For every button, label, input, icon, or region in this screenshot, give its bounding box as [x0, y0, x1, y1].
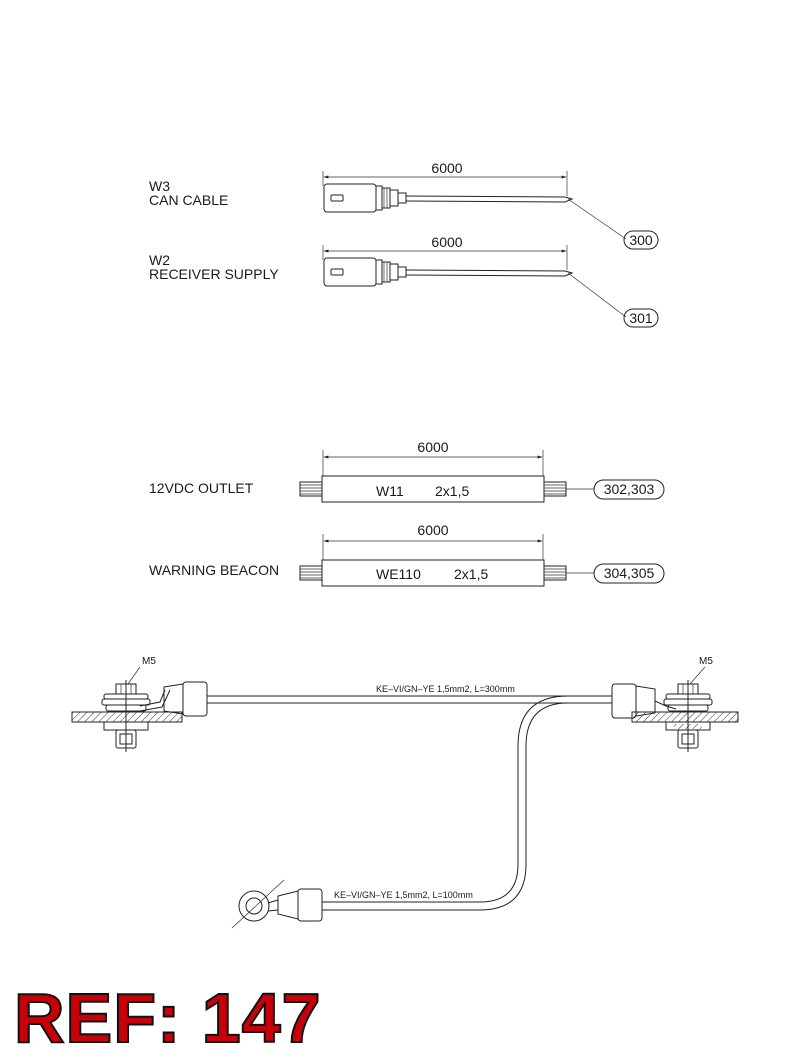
- cable-sheath: [321, 475, 545, 503]
- bolt-label: M5: [142, 656, 156, 667]
- callout-bubble: [623, 230, 659, 250]
- callout-bubble: [593, 563, 665, 584]
- harness-code: WE110: [376, 566, 421, 582]
- callout-bubble: [593, 479, 665, 500]
- m12-connector: [323, 257, 407, 287]
- right-bolt-mount: M5: [631, 656, 739, 752]
- callout-number: 304,305: [604, 565, 655, 581]
- harness-12vdc-outlet: 12VDC OUTLET 6000 W11 2x1,5 302,303: [149, 439, 665, 503]
- wire-label-long: KE–VI/GN–YE 1,5mm2, L=300mm: [376, 684, 515, 694]
- leader-line: [567, 198, 627, 240]
- ring-terminal: [238, 890, 270, 922]
- leader-line: [567, 272, 627, 318]
- harness-name: WARNING BEACON: [149, 562, 279, 578]
- cable-code: W3: [149, 178, 170, 194]
- harness-warning-beacon: WARNING BEACON 6000 WE110 2x1,5 304,305: [149, 522, 665, 587]
- cable-w2: W2 RECEIVER SUPPLY 6000 301: [149, 234, 659, 328]
- dimension-length: 6000: [417, 522, 448, 538]
- dimension-length: 6000: [431, 234, 462, 250]
- cable-w3: W3 CAN CABLE 6000 300: [149, 160, 659, 250]
- bolt-label: M5: [699, 656, 713, 667]
- callout-number: 300: [629, 232, 653, 248]
- dimension-length: 6000: [417, 439, 448, 455]
- dimension-length: 6000: [431, 160, 462, 176]
- harness-spec: 2x1,5: [454, 566, 488, 582]
- cable-name: CAN CABLE: [149, 192, 228, 208]
- callout-bubble: [623, 308, 659, 328]
- callout-number: 301: [629, 310, 653, 326]
- wire-label-short: KE–VI/GN–YE 1,5mm2, L=100mm: [334, 890, 473, 900]
- harness-name: 12VDC OUTLET: [149, 480, 254, 496]
- left-bolt-mount: M5: [71, 656, 183, 752]
- ground-strap-assembly: M5 KE–VI/GN–YE 1,5mm2, L=300mm: [71, 656, 739, 929]
- m12-connector: [323, 183, 407, 213]
- cable-name: RECEIVER SUPPLY: [149, 266, 279, 282]
- harness-code: W11: [376, 483, 404, 499]
- harness-spec: 2x1,5: [435, 483, 469, 499]
- callout-number: 302,303: [604, 481, 655, 497]
- cable-code: W2: [149, 252, 170, 268]
- cable-sheath: [321, 559, 545, 587]
- reference-number: REF: 147: [13, 978, 322, 1058]
